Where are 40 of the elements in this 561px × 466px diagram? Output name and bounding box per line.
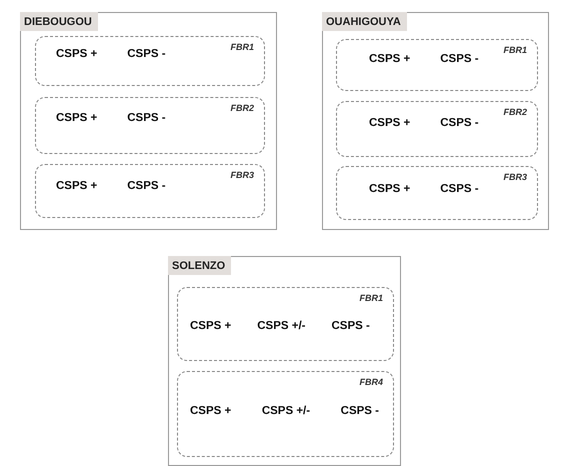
health-center-label: CSPS + bbox=[190, 320, 232, 332]
region-title: OUAHIGOUYA bbox=[322, 12, 407, 31]
region-panel bbox=[20, 12, 277, 230]
health-center-label: CSPS + bbox=[369, 117, 410, 129]
facility-group-box bbox=[35, 36, 265, 86]
health-center-label: CSPS + bbox=[56, 112, 98, 124]
health-center-label: CSPS + bbox=[369, 53, 410, 65]
health-center-label: CSPS + bbox=[369, 183, 410, 195]
facility-group-box bbox=[177, 371, 394, 457]
facility-group-box bbox=[177, 287, 394, 361]
health-center-label: CSPS - bbox=[332, 320, 370, 332]
facility-group-box bbox=[336, 39, 538, 91]
fbr-label: FBR2 bbox=[503, 107, 527, 117]
health-center-label: CSPS +/- bbox=[262, 405, 310, 417]
health-center-label: CSPS - bbox=[440, 117, 479, 129]
facility-group-box bbox=[336, 101, 538, 157]
health-center-label: CSPS + bbox=[56, 48, 98, 60]
fbr-label: FBR3 bbox=[230, 170, 254, 180]
region-title: SOLENZO bbox=[168, 256, 232, 275]
region-panel bbox=[168, 256, 401, 466]
fbr-label: FBR1 bbox=[503, 45, 527, 55]
health-center-label: CSPS - bbox=[127, 48, 166, 60]
health-center-label: CSPS - bbox=[127, 112, 166, 124]
facility-group-box bbox=[336, 166, 538, 220]
fbr-label: FBR4 bbox=[359, 377, 383, 387]
fbr-label: FBR3 bbox=[503, 172, 527, 182]
health-center-label: CSPS - bbox=[340, 405, 379, 417]
health-center-label: CSPS - bbox=[440, 53, 479, 65]
health-center-label: CSPS + bbox=[56, 180, 98, 192]
health-center-label: CSPS + bbox=[190, 405, 232, 417]
facility-group-box bbox=[35, 97, 265, 154]
health-center-label: CSPS - bbox=[127, 180, 166, 192]
fbr-label: FBR2 bbox=[230, 103, 254, 113]
health-center-label: CSPS +/- bbox=[257, 320, 306, 332]
facility-group-box bbox=[35, 164, 265, 218]
fbr-label: FBR1 bbox=[359, 293, 383, 303]
health-center-label: CSPS - bbox=[440, 183, 479, 195]
fbr-label: FBR1 bbox=[230, 42, 254, 52]
region-title: DIEBOUGOU bbox=[20, 12, 98, 31]
region-panel bbox=[322, 12, 549, 230]
